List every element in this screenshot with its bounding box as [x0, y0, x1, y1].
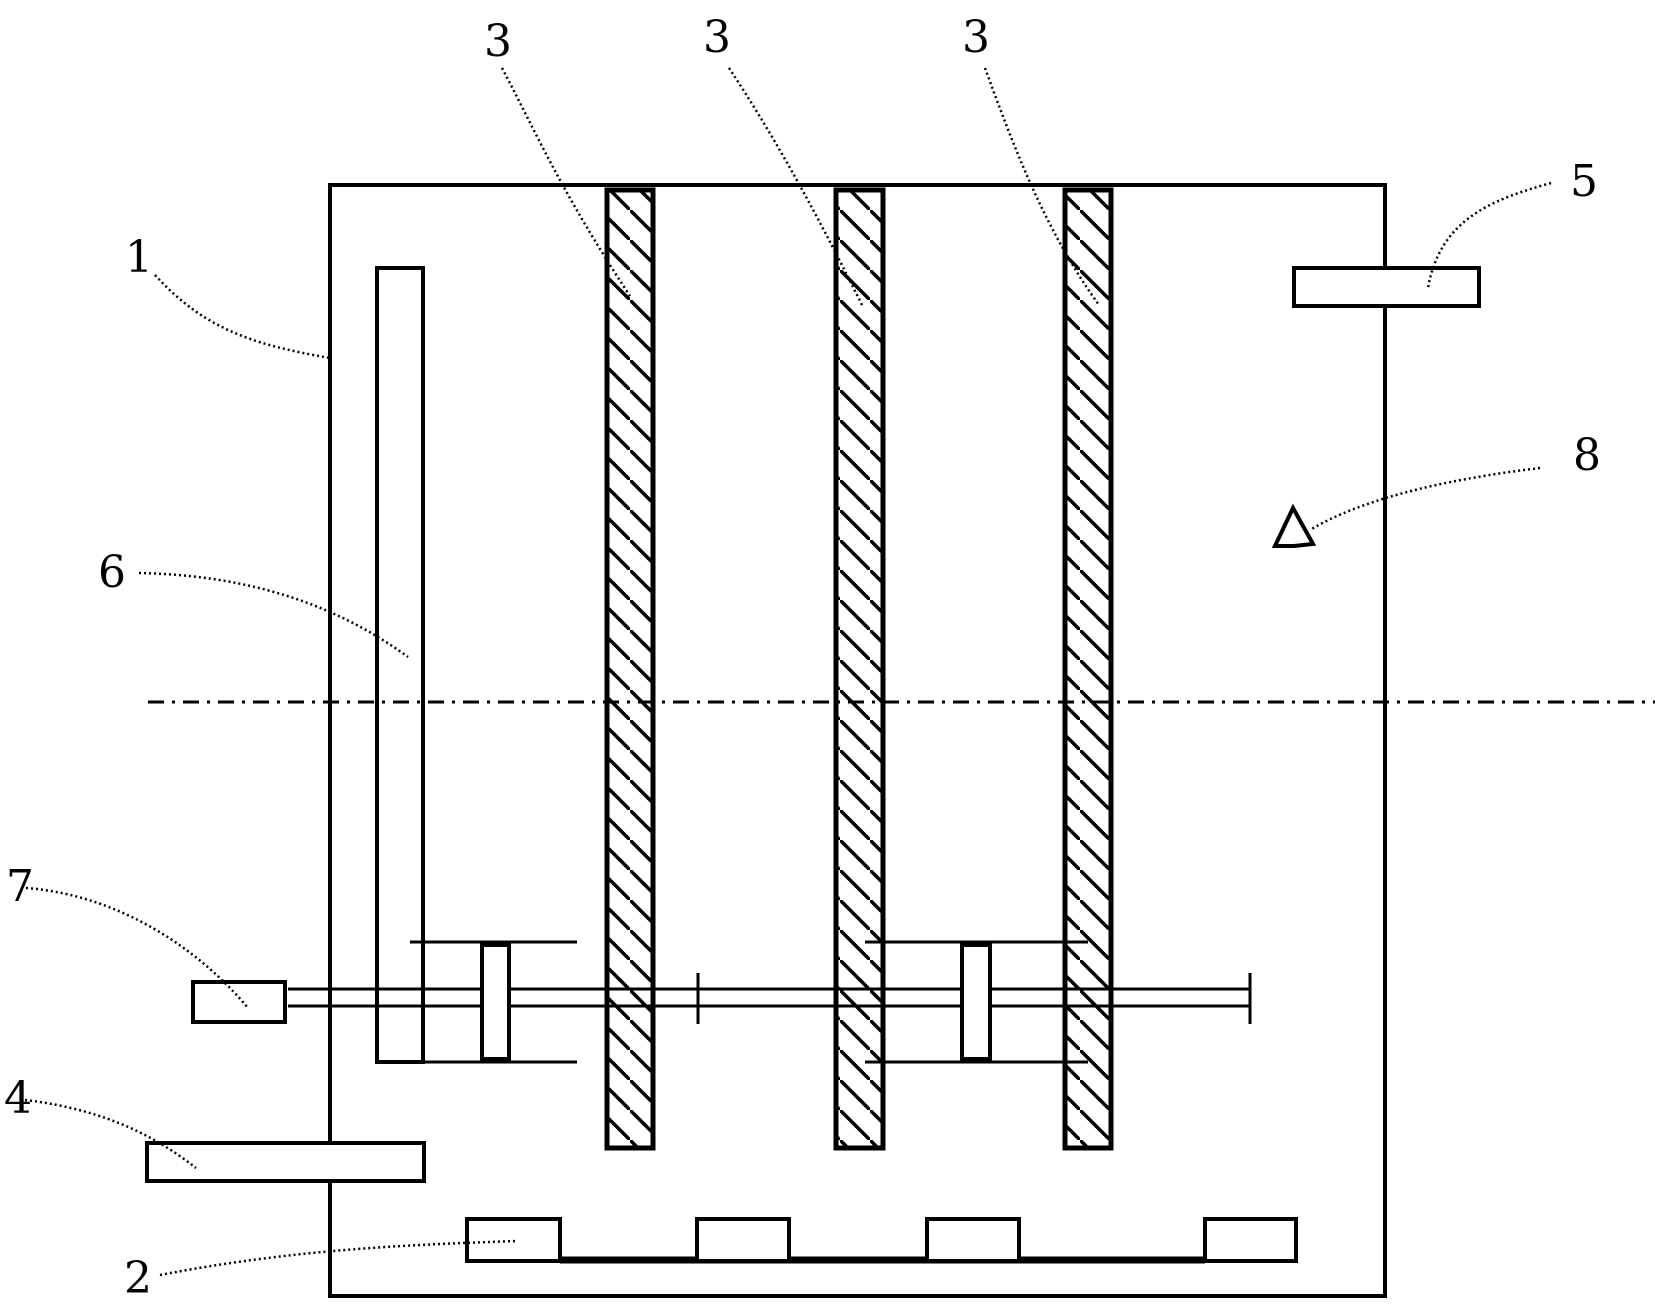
- hatched-plate-1: [604, 187, 656, 1151]
- hatched-plate-3: [1062, 187, 1114, 1151]
- bottom-heater: [465, 1217, 1298, 1264]
- baffle: [375, 266, 425, 1064]
- label-plate-1: 3: [484, 16, 512, 67]
- hatched-plate-2: [833, 187, 886, 1151]
- label-housing: 1: [125, 232, 153, 283]
- motor: [191, 980, 287, 1024]
- drive-shaft: [288, 973, 1252, 1024]
- label-motor: 7: [6, 861, 34, 912]
- impeller-left: [410, 940, 577, 1064]
- outlet-pipe: [1292, 266, 1481, 308]
- label-plate-2: 3: [703, 12, 731, 63]
- label-plate-3: 3: [962, 12, 990, 63]
- label-baffle: 6: [98, 547, 126, 598]
- label-sensor: 8: [1573, 430, 1601, 481]
- sensor-triangle: [1271, 503, 1317, 548]
- label-heater: 2: [124, 1253, 152, 1304]
- inlet-pipe: [145, 1141, 426, 1183]
- impeller-right: [865, 940, 1088, 1064]
- leader-lines: [24, 67, 1552, 1277]
- label-outlet: 5: [1570, 156, 1598, 207]
- label-inlet: 4: [4, 1073, 32, 1124]
